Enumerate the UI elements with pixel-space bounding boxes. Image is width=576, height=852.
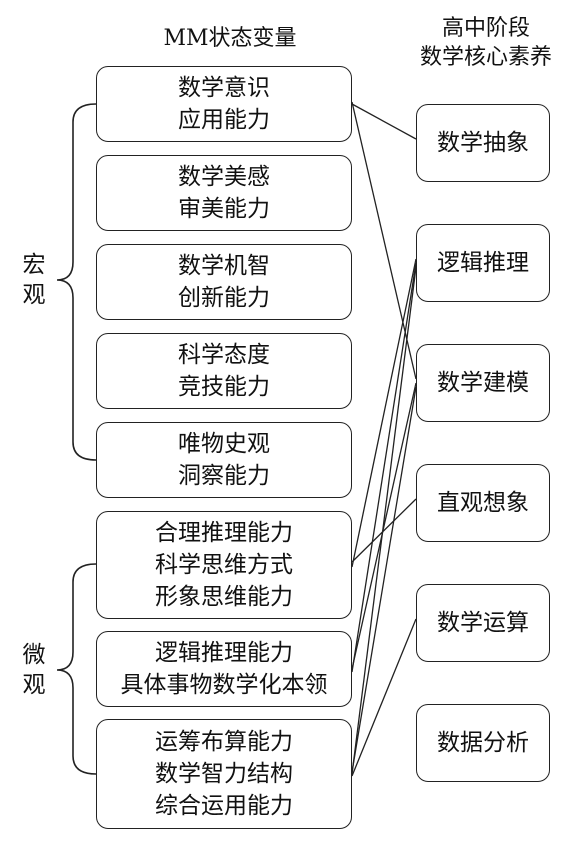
state-variable-box: 合理推理能力 科学思维方式 形象思维能力: [96, 511, 352, 619]
state-variable-box: 数学意识 应用能力: [96, 66, 352, 142]
connection-line: [351, 498, 417, 563]
connection-line: [351, 262, 417, 673]
state-variable-box: 数学机智 创新能力: [96, 244, 352, 320]
box-line: 应用能力: [178, 107, 270, 133]
state-variable-box: 运筹布算能力 数学智力结构 综合运用能力: [96, 719, 352, 829]
group-label-micro-char-1: 微: [22, 642, 46, 668]
core-literacy-box: 直观想象: [416, 464, 550, 542]
box-label: 数学运算: [437, 610, 529, 636]
box-line: 综合运用能力: [155, 793, 293, 819]
core-literacy-box: 逻辑推理: [416, 224, 550, 302]
connection-line: [351, 266, 417, 775]
box-label: 逻辑推理: [437, 250, 529, 276]
box-line: 逻辑推理能力: [155, 640, 293, 666]
box-line: 审美能力: [178, 196, 270, 222]
connection-line: [351, 386, 417, 773]
state-variable-box: 数学美感 审美能力: [96, 155, 352, 231]
box-line: 具体事物数学化本领: [120, 672, 328, 698]
core-literacy-box: 数学建模: [416, 344, 550, 422]
box-line: 数学美感: [178, 164, 270, 190]
box-label: 数学建模: [437, 370, 529, 396]
state-variable-box: 逻辑推理能力 具体事物数学化本领: [96, 631, 352, 707]
box-line: 唯物史观: [178, 431, 270, 457]
state-variable-box: 科学态度 竞技能力: [96, 333, 352, 409]
right-heading-line-2: 数学核心素养: [419, 45, 552, 70]
brace-macro: [56, 103, 97, 461]
right-heading-line-1: 高中阶段: [441, 16, 530, 41]
box-line: 科学态度: [178, 342, 270, 368]
group-label-micro-char-2: 观: [22, 672, 46, 698]
group-label-macro: 宏 观: [20, 250, 48, 310]
core-literacy-box: 数学抽象: [416, 104, 550, 182]
core-literacy-box: 数据分析: [416, 704, 550, 782]
box-line: 数学意识: [178, 75, 270, 101]
box-line: 形象思维能力: [155, 584, 293, 610]
connection-line: [351, 101, 417, 380]
brace-micro: [56, 563, 97, 775]
box-line: 运筹布算能力: [155, 729, 293, 755]
group-label-micro: 微 观: [20, 640, 48, 700]
core-literacy-box: 数学运算: [416, 584, 550, 662]
box-line: 创新能力: [178, 285, 270, 311]
left-heading: MM状态变量: [163, 26, 297, 51]
state-variable-box: 唯物史观 洞察能力: [96, 422, 352, 498]
box-line: 科学思维方式: [155, 552, 293, 578]
connection-line: [351, 382, 417, 670]
box-label: 数据分析: [437, 730, 529, 756]
box-line: 数学机智: [178, 253, 270, 279]
connection-line: [351, 258, 417, 568]
box-label: 数学抽象: [437, 130, 529, 156]
connection-line: [351, 618, 417, 777]
box-label: 直观想象: [437, 490, 529, 516]
box-line: 竞技能力: [178, 374, 270, 400]
connection-line: [351, 103, 417, 140]
box-line: 合理推理能力: [155, 520, 293, 546]
box-line: 洞察能力: [178, 463, 270, 489]
group-label-macro-char-2: 观: [22, 282, 46, 308]
right-heading: 高中阶段 数学核心素养: [388, 14, 576, 72]
box-line: 数学智力结构: [155, 761, 293, 787]
group-label-macro-char-1: 宏: [22, 252, 46, 278]
